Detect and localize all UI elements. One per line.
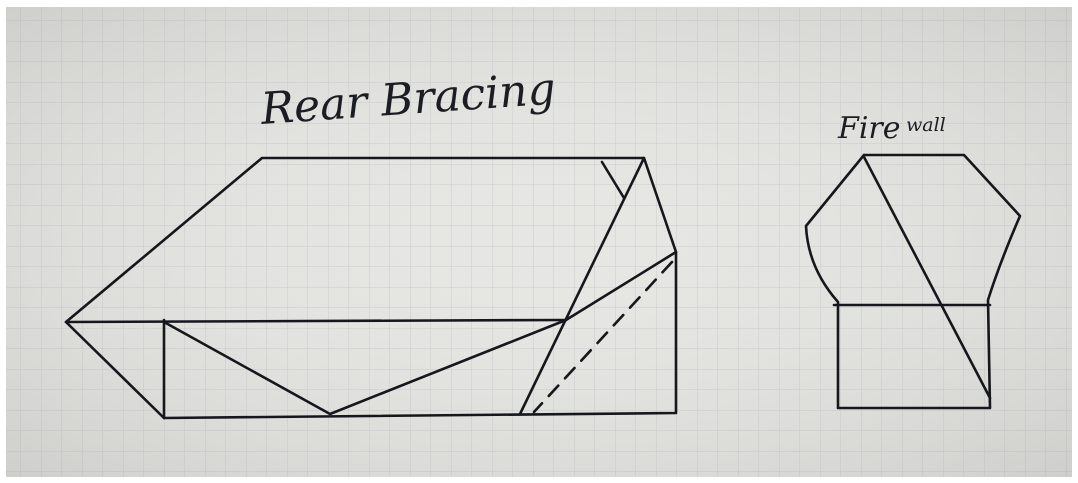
long-diagonal-brace bbox=[518, 156, 646, 416]
firewall-outline bbox=[804, 153, 1022, 410]
corner-gusset bbox=[600, 160, 626, 200]
paper-shading bbox=[6, 7, 1072, 477]
dashed-brace bbox=[532, 260, 674, 414]
mid-beam bbox=[64, 318, 568, 324]
firewall-title-wall: wall bbox=[906, 114, 946, 136]
v-brace bbox=[162, 318, 568, 416]
firewall-diagram bbox=[804, 153, 1022, 410]
rear-bracing-diagram bbox=[64, 156, 678, 420]
firewall-diagonal bbox=[862, 155, 992, 400]
mid-to-right-brace bbox=[564, 250, 678, 322]
firewall-title-fire: Fire bbox=[837, 111, 901, 146]
